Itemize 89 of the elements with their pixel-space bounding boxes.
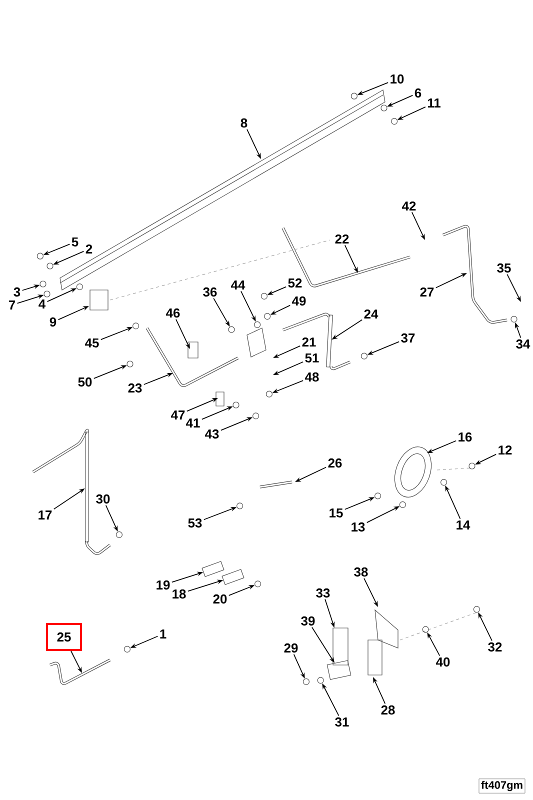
callout-number: 40 xyxy=(436,657,450,667)
callout-number: 46 xyxy=(166,308,180,318)
callout-number: 23 xyxy=(128,383,142,393)
callout-number: 38 xyxy=(354,567,368,577)
small-part xyxy=(254,321,261,328)
bracket-part xyxy=(326,660,352,680)
callout-number: 19 xyxy=(156,580,170,590)
callout-number: 14 xyxy=(456,520,470,530)
small-part xyxy=(116,531,122,538)
callout-number: 9 xyxy=(50,317,56,327)
callout-number: 26 xyxy=(328,458,342,468)
callout-number: 22 xyxy=(335,234,349,244)
callout-number: 24 xyxy=(364,309,378,319)
callout-number: 52 xyxy=(288,278,302,288)
callout-number: 30 xyxy=(96,494,110,504)
fitting-part xyxy=(126,360,134,368)
nut-part xyxy=(380,104,388,112)
washer-part xyxy=(44,290,50,298)
small-part xyxy=(260,292,268,300)
small-part xyxy=(254,580,262,588)
callout-number: 5 xyxy=(72,238,78,247)
callout-number: 50 xyxy=(78,377,92,387)
callout-number: 20 xyxy=(213,594,227,604)
callout-number: 21 xyxy=(302,337,316,347)
callout-number: 37 xyxy=(401,333,415,343)
figure-code-box: ft407gm xyxy=(478,778,526,794)
callout-number: 3 xyxy=(14,287,20,297)
small-part xyxy=(374,492,382,500)
small-part xyxy=(266,390,272,398)
callout-number: 33 xyxy=(316,588,330,598)
callout-number: 45 xyxy=(85,338,99,348)
callout-number: 10 xyxy=(390,74,404,84)
callout-number: 49 xyxy=(292,296,306,306)
small-part xyxy=(422,626,429,633)
callout-number: 6 xyxy=(414,88,422,98)
callout-number: 44 xyxy=(231,280,246,290)
washer-part xyxy=(232,402,240,408)
callout-number: 1 xyxy=(160,630,166,638)
callout-number: 15 xyxy=(330,508,343,518)
washer-part xyxy=(40,280,46,288)
bolt-part xyxy=(468,462,476,470)
callout-number: 41 xyxy=(186,418,200,428)
small-part xyxy=(510,316,518,322)
callout-number: 4 xyxy=(38,300,46,308)
callout-number: 12 xyxy=(498,445,512,455)
callout-number: 32 xyxy=(488,642,502,652)
small-part xyxy=(391,118,398,125)
small-part xyxy=(264,313,271,320)
small-part xyxy=(440,479,448,486)
callout-number: 8 xyxy=(240,118,248,128)
callout-number: 53 xyxy=(188,518,202,528)
callout-number: 42 xyxy=(402,201,416,211)
callout-number: 34 xyxy=(516,339,530,349)
callout-number: 43 xyxy=(205,429,219,439)
callout-number: 18 xyxy=(172,589,186,599)
callout-number: 31 xyxy=(335,717,349,727)
spacer-part xyxy=(332,628,348,666)
small-part xyxy=(132,322,140,330)
callout-number: 2 xyxy=(86,244,92,254)
callout-number: 39 xyxy=(301,616,315,626)
small-part xyxy=(236,502,244,510)
tube-segment xyxy=(84,432,90,542)
small-part xyxy=(350,92,358,100)
small-part xyxy=(317,677,324,684)
tube-segment xyxy=(326,314,333,368)
small-part xyxy=(252,412,260,420)
callout-number: 47 xyxy=(171,410,185,420)
callout-number: 17 xyxy=(38,510,52,520)
small-part xyxy=(36,252,44,260)
small-part xyxy=(360,352,368,360)
small-part xyxy=(473,606,480,613)
highlighted-callout: 25 xyxy=(46,623,82,651)
small-part xyxy=(399,501,406,508)
washer-part xyxy=(46,262,54,270)
small-part xyxy=(228,326,235,333)
callout-number: 48 xyxy=(305,372,319,382)
small-part xyxy=(76,284,83,290)
callout-number: 11 xyxy=(428,98,440,108)
callout-number: 29 xyxy=(284,643,298,653)
small-part xyxy=(302,678,310,685)
callout-number: 16 xyxy=(458,432,472,442)
callout-number: 27 xyxy=(420,287,434,297)
callout-number: 13 xyxy=(352,522,365,532)
callout-number: 35 xyxy=(497,263,511,273)
callout-number: 7 xyxy=(8,300,16,310)
callout-number: 28 xyxy=(381,705,395,715)
callout-number: 36 xyxy=(203,287,217,297)
callout-number: 51 xyxy=(305,354,319,363)
small-part xyxy=(124,646,130,652)
